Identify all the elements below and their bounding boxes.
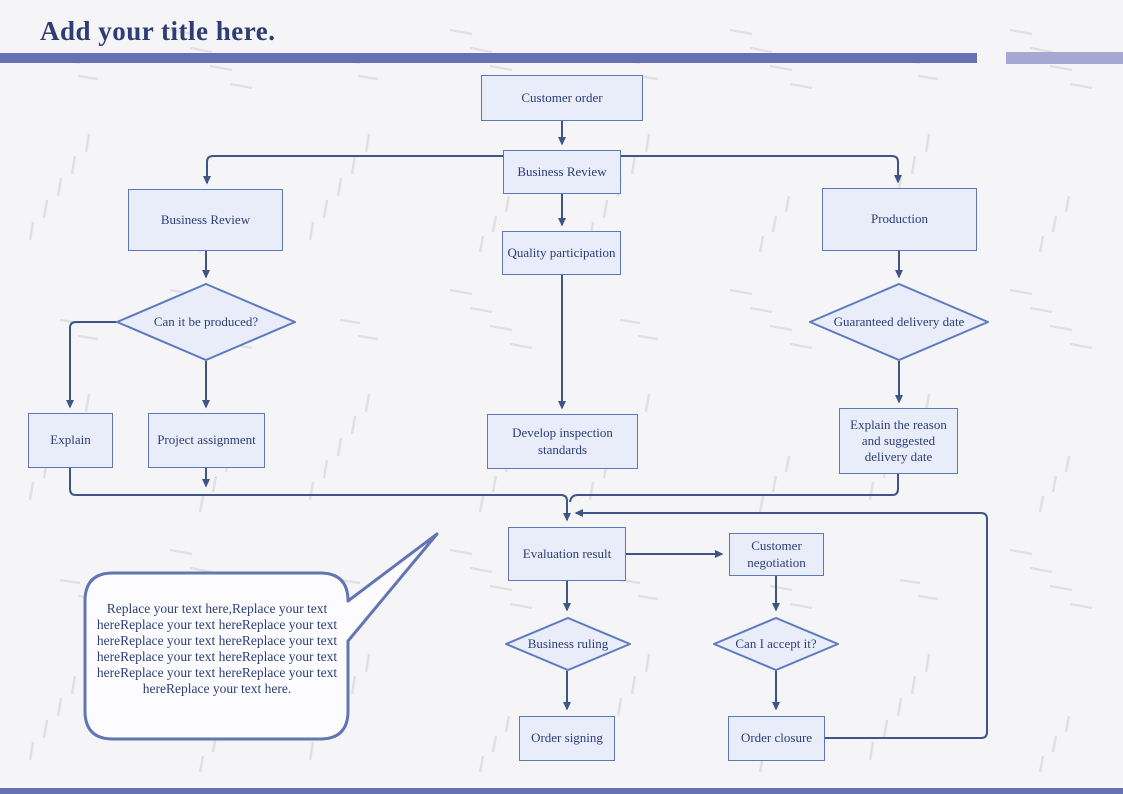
node-business-ruling[interactable]: Business ruling bbox=[505, 617, 631, 671]
callout-shape bbox=[83, 532, 439, 741]
node-order-signing[interactable]: Order signing bbox=[519, 716, 615, 761]
node-customer-order-label: Customer order bbox=[521, 89, 603, 105]
title-accent-bar-light bbox=[1006, 52, 1123, 64]
connector-explain-evaluation[interactable] bbox=[69, 468, 571, 522]
diamond-shape bbox=[809, 283, 989, 361]
connector-business-review-production[interactable] bbox=[621, 155, 902, 184]
diamond-shape bbox=[713, 617, 839, 671]
title-accent-bar bbox=[0, 53, 977, 63]
node-develop-inspection-standards-label: Develop inspection standards bbox=[512, 425, 613, 457]
callout-line: hereReplace your text hereReplace your t… bbox=[96, 617, 338, 633]
node-customer-order[interactable]: Customer order bbox=[481, 75, 643, 121]
node-customer-negotiation[interactable]: Customer negotiation bbox=[729, 533, 824, 576]
callout-line: hereReplace your text hereReplace your t… bbox=[96, 633, 338, 649]
node-business-review-center-label: Business Review bbox=[517, 163, 607, 179]
node-business-review-left-label: Business Review bbox=[160, 211, 251, 227]
node-business-review-center[interactable]: Business Review bbox=[503, 150, 621, 194]
node-business-ruling-label: Business ruling bbox=[527, 636, 609, 651]
node-production[interactable]: Production bbox=[822, 188, 977, 251]
callout-text[interactable]: Replace your text here,Replace your text… bbox=[92, 601, 342, 698]
node-explain-reason-label: Explain the reason and suggested deliver… bbox=[850, 416, 947, 465]
node-guaranteed-delivery-date[interactable]: Guaranteed delivery date bbox=[809, 283, 989, 361]
callout-line: hereReplace your text hereReplace your t… bbox=[96, 649, 338, 665]
connector-business-review-left-branch[interactable] bbox=[203, 155, 503, 185]
callout-line: Replace your text here,Replace your text bbox=[106, 601, 328, 616]
node-develop-inspection-standards[interactable]: Develop inspection standards bbox=[487, 414, 638, 469]
node-evaluation-result[interactable]: Evaluation result bbox=[508, 527, 626, 581]
node-can-i-accept-it[interactable]: Can I accept it? bbox=[713, 617, 839, 671]
node-project-assignment[interactable]: Project assignment bbox=[148, 413, 265, 468]
node-customer-negotiation-label: Customer negotiation bbox=[747, 538, 806, 570]
node-can-i-accept-it-label: Can I accept it? bbox=[735, 636, 817, 651]
diamond-shape bbox=[116, 283, 296, 361]
node-explain-reason[interactable]: Explain the reason and suggested deliver… bbox=[839, 408, 958, 474]
connector-explain-reason-evaluation[interactable] bbox=[569, 474, 899, 503]
node-order-signing-label: Order signing bbox=[531, 730, 603, 746]
node-business-review-left[interactable]: Business Review bbox=[128, 189, 283, 251]
node-explain[interactable]: Explain bbox=[28, 413, 113, 468]
node-quality-participation-label: Quality participation bbox=[507, 244, 616, 260]
node-project-assignment-label: Project assignment bbox=[157, 432, 256, 448]
callout-line: hereReplace your text hereReplace your t… bbox=[96, 665, 338, 681]
node-quality-participation[interactable]: Quality participation bbox=[502, 231, 621, 275]
node-explain-label: Explain bbox=[50, 432, 91, 448]
callout-line: hereReplace your text here. bbox=[142, 681, 292, 697]
node-can-it-be-produced-label: Can it be produced? bbox=[153, 314, 259, 329]
connector-diamond-explain[interactable] bbox=[66, 321, 116, 409]
node-order-closure-label: Order closure bbox=[740, 730, 813, 746]
page-title[interactable]: Add your title here. bbox=[40, 16, 276, 46]
diamond-shape bbox=[505, 617, 631, 671]
node-order-closure[interactable]: Order closure bbox=[728, 716, 825, 761]
node-evaluation-result-label: Evaluation result bbox=[522, 545, 612, 561]
node-production-label: Production bbox=[870, 211, 929, 227]
node-can-it-be-produced[interactable]: Can it be produced? bbox=[116, 283, 296, 361]
connector-order-closure-feedback[interactable] bbox=[574, 509, 988, 739]
node-guaranteed-delivery-date-label: Guaranteed delivery date bbox=[833, 314, 965, 329]
footer-accent-bar bbox=[0, 788, 1123, 794]
